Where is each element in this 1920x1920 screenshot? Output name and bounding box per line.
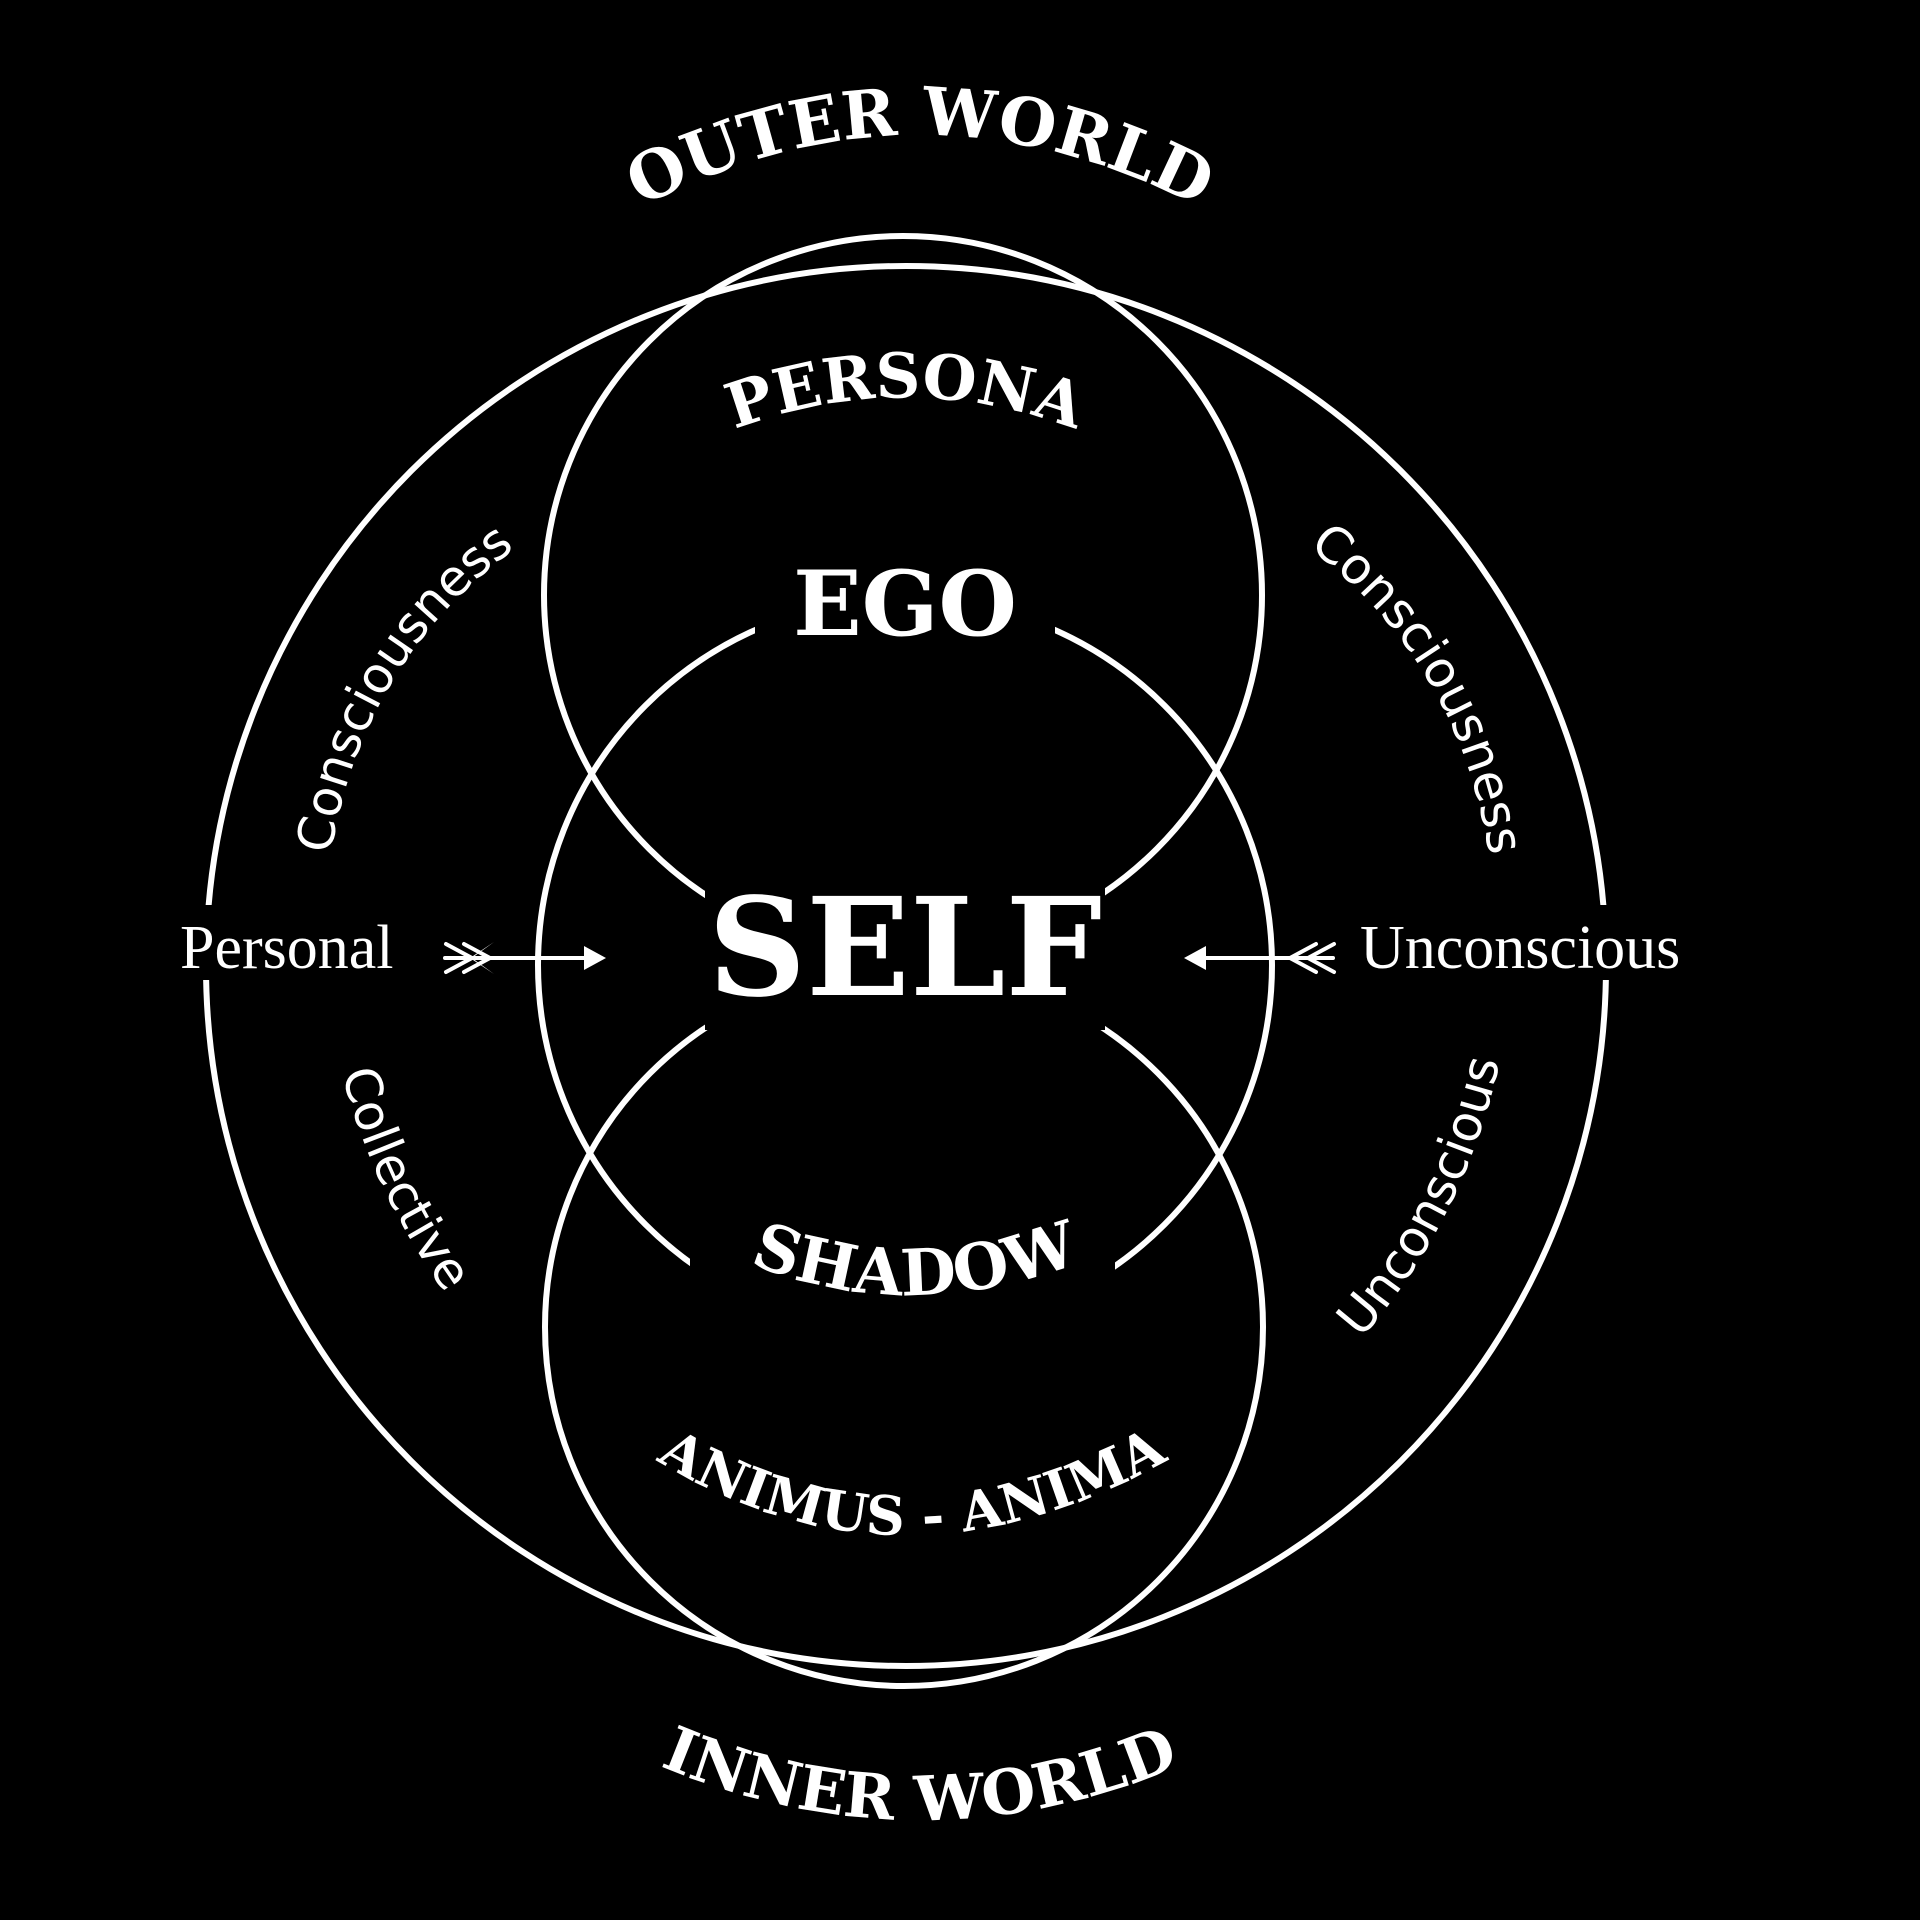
ego-label-mask (755, 545, 1055, 665)
unconscious-lower-label: Unconscious (1326, 1051, 1512, 1347)
ego-label: EGO (793, 551, 1017, 657)
persona-label: PERSONA (716, 339, 1094, 443)
consciousness-right-label: Consciousness (1301, 511, 1535, 858)
right-arrow-icon (1184, 942, 1336, 974)
outer-world-label: OUTER WORLD (614, 72, 1226, 221)
personal-label: Personal (180, 914, 394, 982)
unconscious-right-label-mask (1350, 905, 1720, 980)
personal-label-mask (170, 905, 425, 980)
self-label: SELF (708, 868, 1102, 1028)
unconscious-right-label: Unconscious (1360, 914, 1680, 982)
consciousness-left-label: Consciousness (285, 512, 522, 857)
self-label-mask (705, 880, 1105, 1030)
collective-label: Collective (330, 1060, 483, 1300)
left-arrow-icon (443, 942, 606, 974)
shadow-label-mask (690, 1225, 1115, 1355)
inner-world-label: INNER WORLD (654, 1712, 1186, 1836)
animus-anima-label: ANIMUS - ANIMA (649, 1414, 1176, 1548)
